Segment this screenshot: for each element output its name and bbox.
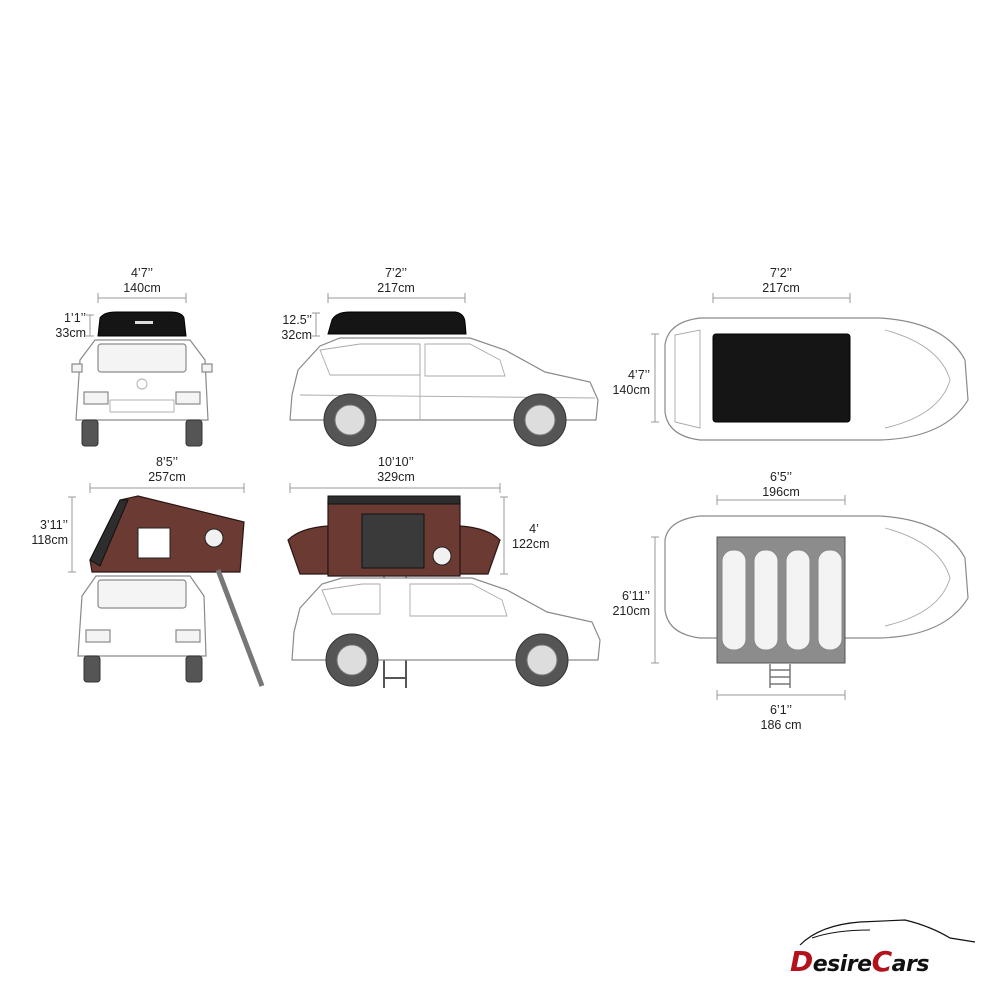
desire-cars-logo: DesireCars xyxy=(790,915,980,985)
top-open-length-label: 6’5’’ 196cm xyxy=(762,470,800,499)
logo-wordmark: DesireCars xyxy=(790,945,929,978)
front-open-height-label: 3’11’’ 118cm xyxy=(31,518,68,547)
front-view-closed xyxy=(71,293,213,447)
top-open-width-label: 6’11’’ 210cm xyxy=(612,589,650,618)
top-view-open xyxy=(651,495,969,700)
top-open-mattress-label: 6’1’’ 186 cm xyxy=(760,703,802,732)
hard-shell-box-top xyxy=(712,333,851,423)
front-closed-height-label: 1’1’’ 33cm xyxy=(55,311,86,340)
side-closed-length-label: 7’2’’ 217cm xyxy=(377,266,415,295)
side-view-closed xyxy=(289,293,599,447)
front-closed-width-label: 4’7’’ 140cm xyxy=(123,266,161,295)
hard-shell-box-side xyxy=(327,311,467,335)
front-open-width-label: 8’5’’ 257cm xyxy=(148,455,186,484)
front-view-open xyxy=(68,483,265,687)
side-open-length-label: 10’10’’ 329cm xyxy=(377,455,415,484)
logo-car-silhouette xyxy=(799,919,976,946)
top-view-closed xyxy=(651,293,969,441)
sleeping-bags xyxy=(721,549,843,651)
side-view-open xyxy=(287,483,601,688)
side-open-height-label: 4’ 122cm xyxy=(512,522,550,551)
top-closed-length-label: 7’2’’ 217cm xyxy=(762,266,800,295)
side-closed-height-label: 12.5’’ 32cm xyxy=(281,313,312,342)
top-closed-width-label: 4’7’’ 140cm xyxy=(612,368,650,397)
